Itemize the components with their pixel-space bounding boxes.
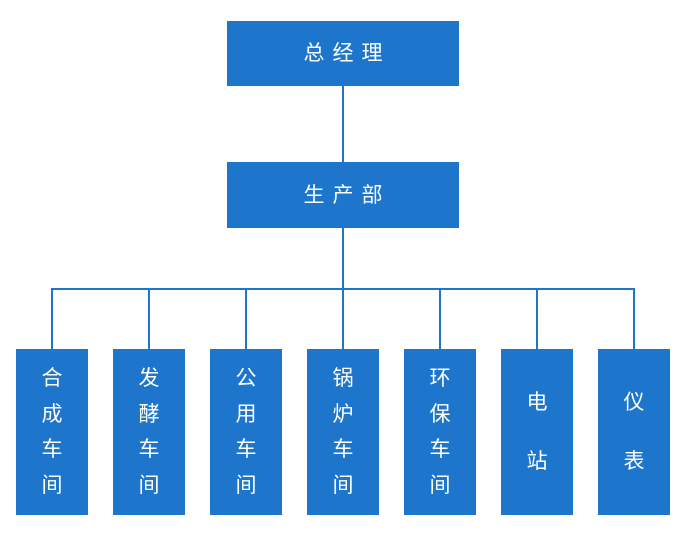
org-node-environmental-workshop: 环保车间	[404, 349, 476, 515]
org-node-label: 合成车间	[41, 366, 63, 498]
org-node-label: 生产部	[303, 183, 391, 207]
org-node-general-manager: 总经理	[227, 21, 459, 86]
org-node-label: 电站	[526, 390, 548, 474]
org-node-label: 发酵车间	[138, 366, 160, 498]
org-node-label: 锅炉车间	[332, 366, 354, 498]
org-node-instrumentation: 仪表	[598, 349, 670, 515]
org-node-boiler-workshop: 锅炉车间	[307, 349, 379, 515]
org-node-utility-workshop: 公用车间	[210, 349, 282, 515]
connector-drop-unit-5	[439, 288, 441, 349]
org-node-label: 总经理	[303, 42, 391, 65]
connector-drop-unit-1	[51, 288, 53, 349]
org-node-power-station: 电站	[501, 349, 573, 515]
connector-drop-unit-4	[342, 288, 344, 349]
connector-drop-unit-7	[633, 288, 635, 349]
connector-root-to-department	[342, 86, 344, 162]
org-node-label: 公用车间	[235, 366, 257, 498]
org-node-label: 环保车间	[429, 366, 451, 498]
connector-drop-unit-6	[536, 288, 538, 349]
connector-drop-unit-3	[245, 288, 247, 349]
connector-drop-unit-2	[148, 288, 150, 349]
org-node-synthesis-workshop: 合成车间	[16, 349, 88, 515]
org-node-fermentation-workshop: 发酵车间	[113, 349, 185, 515]
org-node-production-department: 生产部	[227, 162, 459, 228]
org-node-label: 仪表	[623, 390, 645, 474]
